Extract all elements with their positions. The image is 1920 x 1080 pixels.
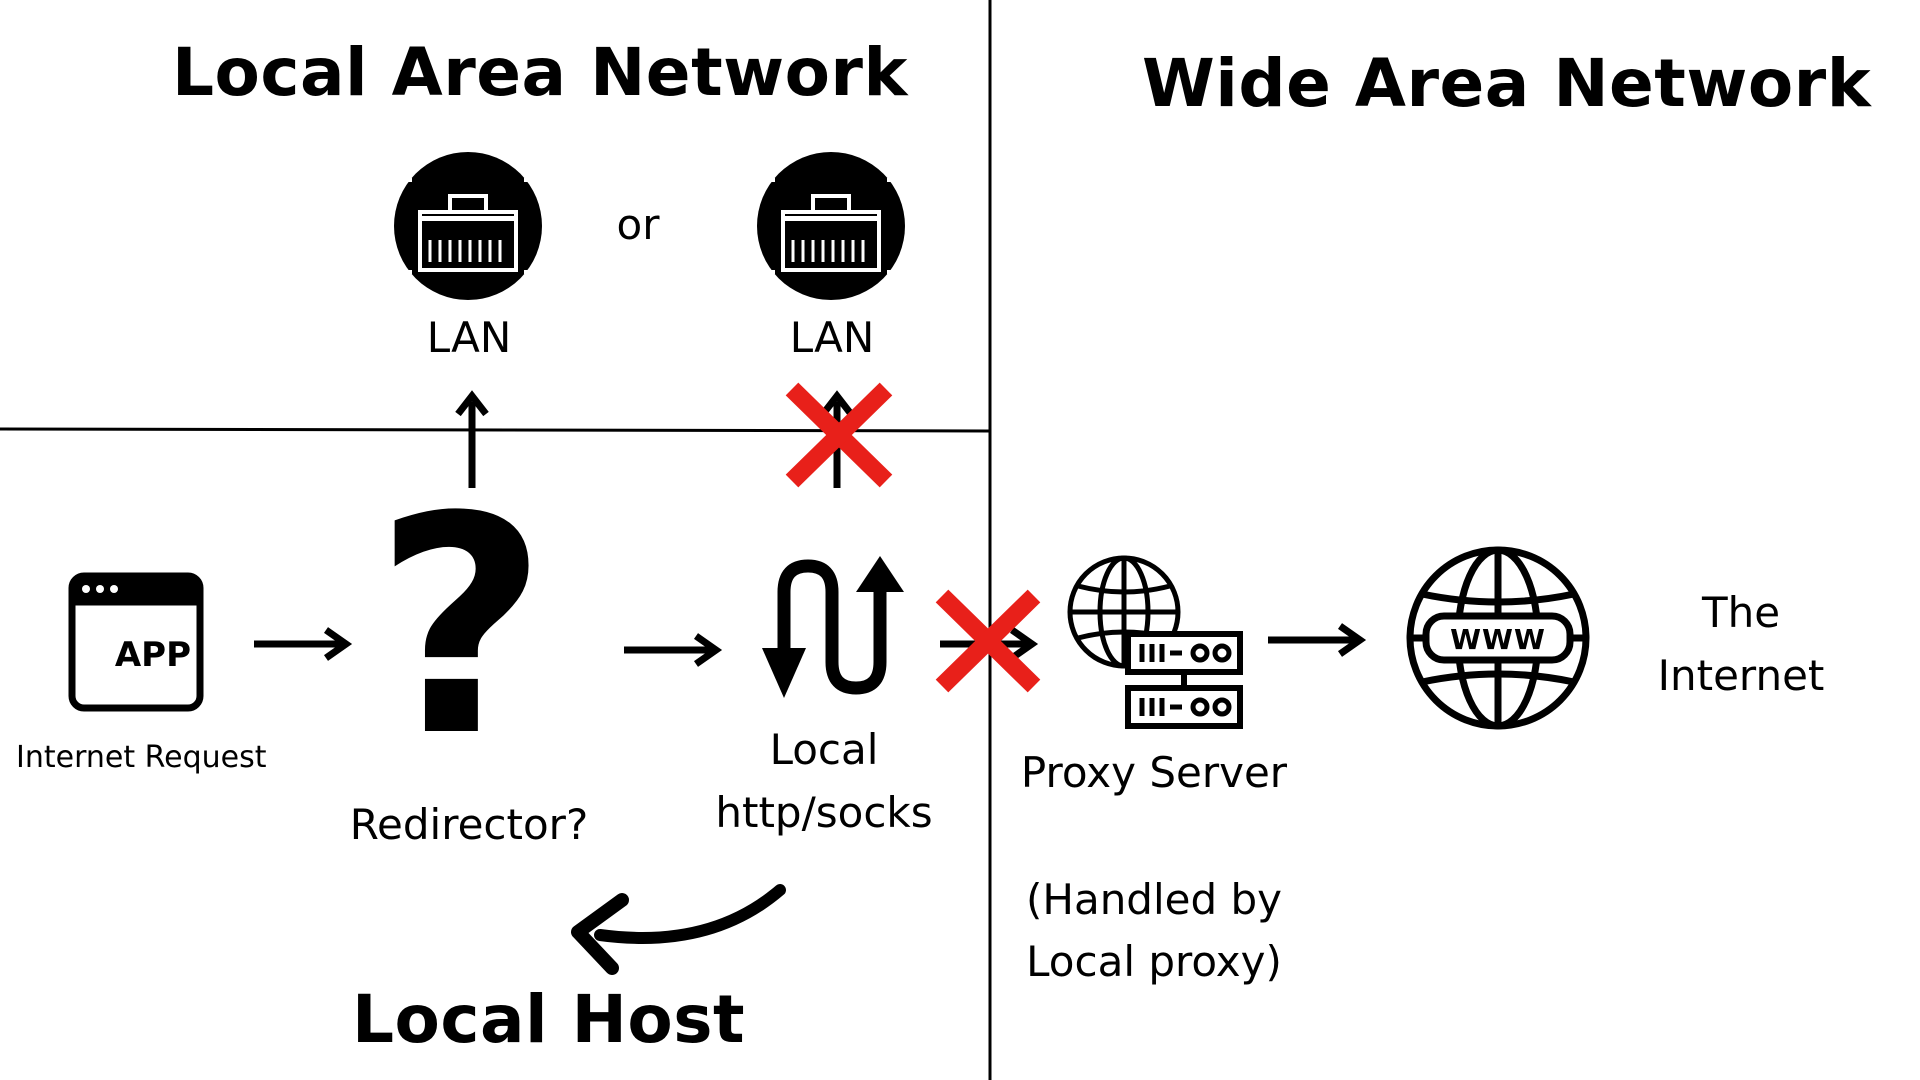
red-cross-icon: [935, 589, 1041, 693]
arrow-right-icon: [254, 627, 353, 661]
proxy-note-line2: Local proxy): [1026, 937, 1282, 986]
red-cross-icon: [785, 382, 893, 488]
local-proxy-label-line1: Local: [769, 725, 879, 774]
arrow-curved-back-icon: [571, 884, 786, 975]
lan-separator: or: [616, 200, 660, 249]
arrow-right-icon: [624, 633, 723, 667]
local-proxy-label-line2: http/socks: [715, 788, 933, 837]
up-down-arrows-icon: [762, 556, 904, 698]
arrow-right-icon: [1268, 623, 1367, 657]
app-icon-text: APP: [115, 635, 191, 675]
globe-server-icon: [1067, 555, 1243, 729]
app-window-icon: APP: [68, 572, 204, 712]
lan-section-title: Local Area Network: [172, 34, 908, 111]
ethernet-port-icon: [394, 152, 542, 300]
lan-label-left: LAN: [426, 313, 512, 362]
internet-label-line2: Internet: [1657, 651, 1825, 700]
www-globe-icon: WWW: [1406, 546, 1590, 730]
proxy-note-line1: (Handled by: [1025, 875, 1283, 924]
redirector-label: Redirector?: [349, 800, 589, 849]
internet-label-line1: The: [1701, 588, 1781, 637]
lan-label-right: LAN: [789, 313, 875, 362]
local-host-label: Local Host: [352, 981, 746, 1058]
proxy-server-label: Proxy Server: [1020, 748, 1288, 797]
wan-section-title: Wide Area Network: [1142, 45, 1872, 122]
www-text: WWW: [1450, 623, 1546, 656]
question-mark-icon: ?: [374, 453, 549, 802]
app-label: Internet Request: [16, 740, 267, 775]
arrow-up-icon: [455, 390, 489, 488]
ethernet-port-icon: [757, 152, 905, 300]
